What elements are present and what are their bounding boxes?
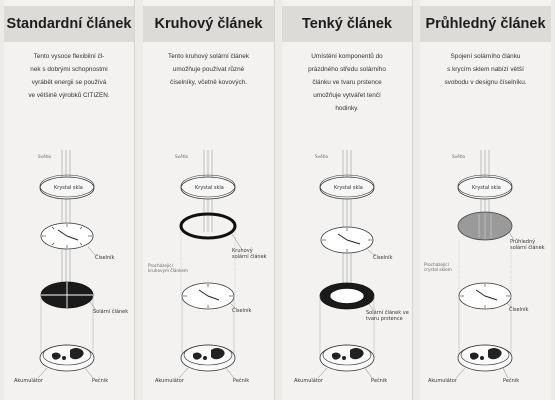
crystal-glass (180, 176, 236, 200)
crystal-label: Krystal skla (54, 185, 83, 191)
dial-label: Číselník (509, 306, 529, 313)
dial-label: Číselník (95, 254, 115, 261)
accumulator-label: Akumulátor (155, 377, 185, 384)
panel-standard-cell: Standardní článek Tento vysoce flexibiln… (4, 0, 135, 400)
light-rays (342, 150, 352, 296)
panel-title: Kruhový článek (143, 6, 274, 42)
panel-ring-cell: Kruhový článek Tento kruhový solární člá… (143, 0, 275, 400)
dial (181, 282, 235, 310)
diagram-thin: Světlo Krystal skla Číselník Solární člá… (294, 150, 409, 384)
movement-case (180, 296, 236, 372)
crystal-glass (39, 176, 95, 200)
panel-title: Tenký článek (282, 6, 412, 42)
dial-label: Číselník (232, 307, 252, 314)
light-rays (61, 150, 71, 290)
accumulator-label: Akumulátor (14, 377, 44, 384)
dial (320, 226, 374, 254)
dial-label: Číselník (373, 254, 393, 261)
case-label: Pečnik (371, 377, 387, 384)
panel-description: Tento kruhový solární článek umožňuje po… (168, 53, 249, 86)
accumulator-label: Akumulátor (428, 377, 458, 384)
light-label: Světlo (38, 154, 52, 159)
case-label: Pečnik (503, 377, 519, 384)
panel-description: Spojení solárního článku s krycím sklem … (444, 53, 527, 86)
light-label: Světlo (175, 154, 189, 159)
movement-case (319, 296, 375, 372)
dial (458, 282, 512, 310)
panel-thin-cell: Tenký článek Umístění komponentů do práz… (282, 0, 413, 400)
solar-label: Solární článek (93, 308, 128, 315)
movement-case (39, 295, 95, 372)
solar-cell (40, 281, 94, 309)
panel-title: Standardní článek (4, 6, 134, 42)
crystal-glass (319, 176, 375, 200)
accumulator-label: Akumulátor (294, 377, 324, 384)
light-label: Světlo (452, 154, 466, 159)
panel-transparent-cell: Průhledný článek Spojení solárního článk… (420, 0, 551, 400)
ring-solar-cell (179, 212, 237, 240)
dial (40, 222, 94, 250)
crystal-label: Krystal skla (334, 185, 363, 191)
panel-description: Tento vysoce flexibilní čl- nek s dobrým… (28, 53, 110, 99)
ring-solar-cell (319, 282, 375, 310)
crystal-glass (457, 176, 513, 200)
crystal-label: Krystal skla (472, 185, 501, 191)
movement-case (457, 296, 513, 372)
case-label: Pečnik (92, 377, 108, 384)
diagram-standard: Světlo Krystal skla Číselník Solární člá… (14, 150, 128, 384)
crystal-label: Krystal skla (195, 185, 224, 191)
case-label: Pečnik (233, 377, 249, 384)
panel-title: Průhledný článek (420, 6, 551, 42)
light-label: Světlo (315, 154, 329, 159)
panel-description: Umístění komponentů do prázdného středu … (308, 53, 386, 112)
